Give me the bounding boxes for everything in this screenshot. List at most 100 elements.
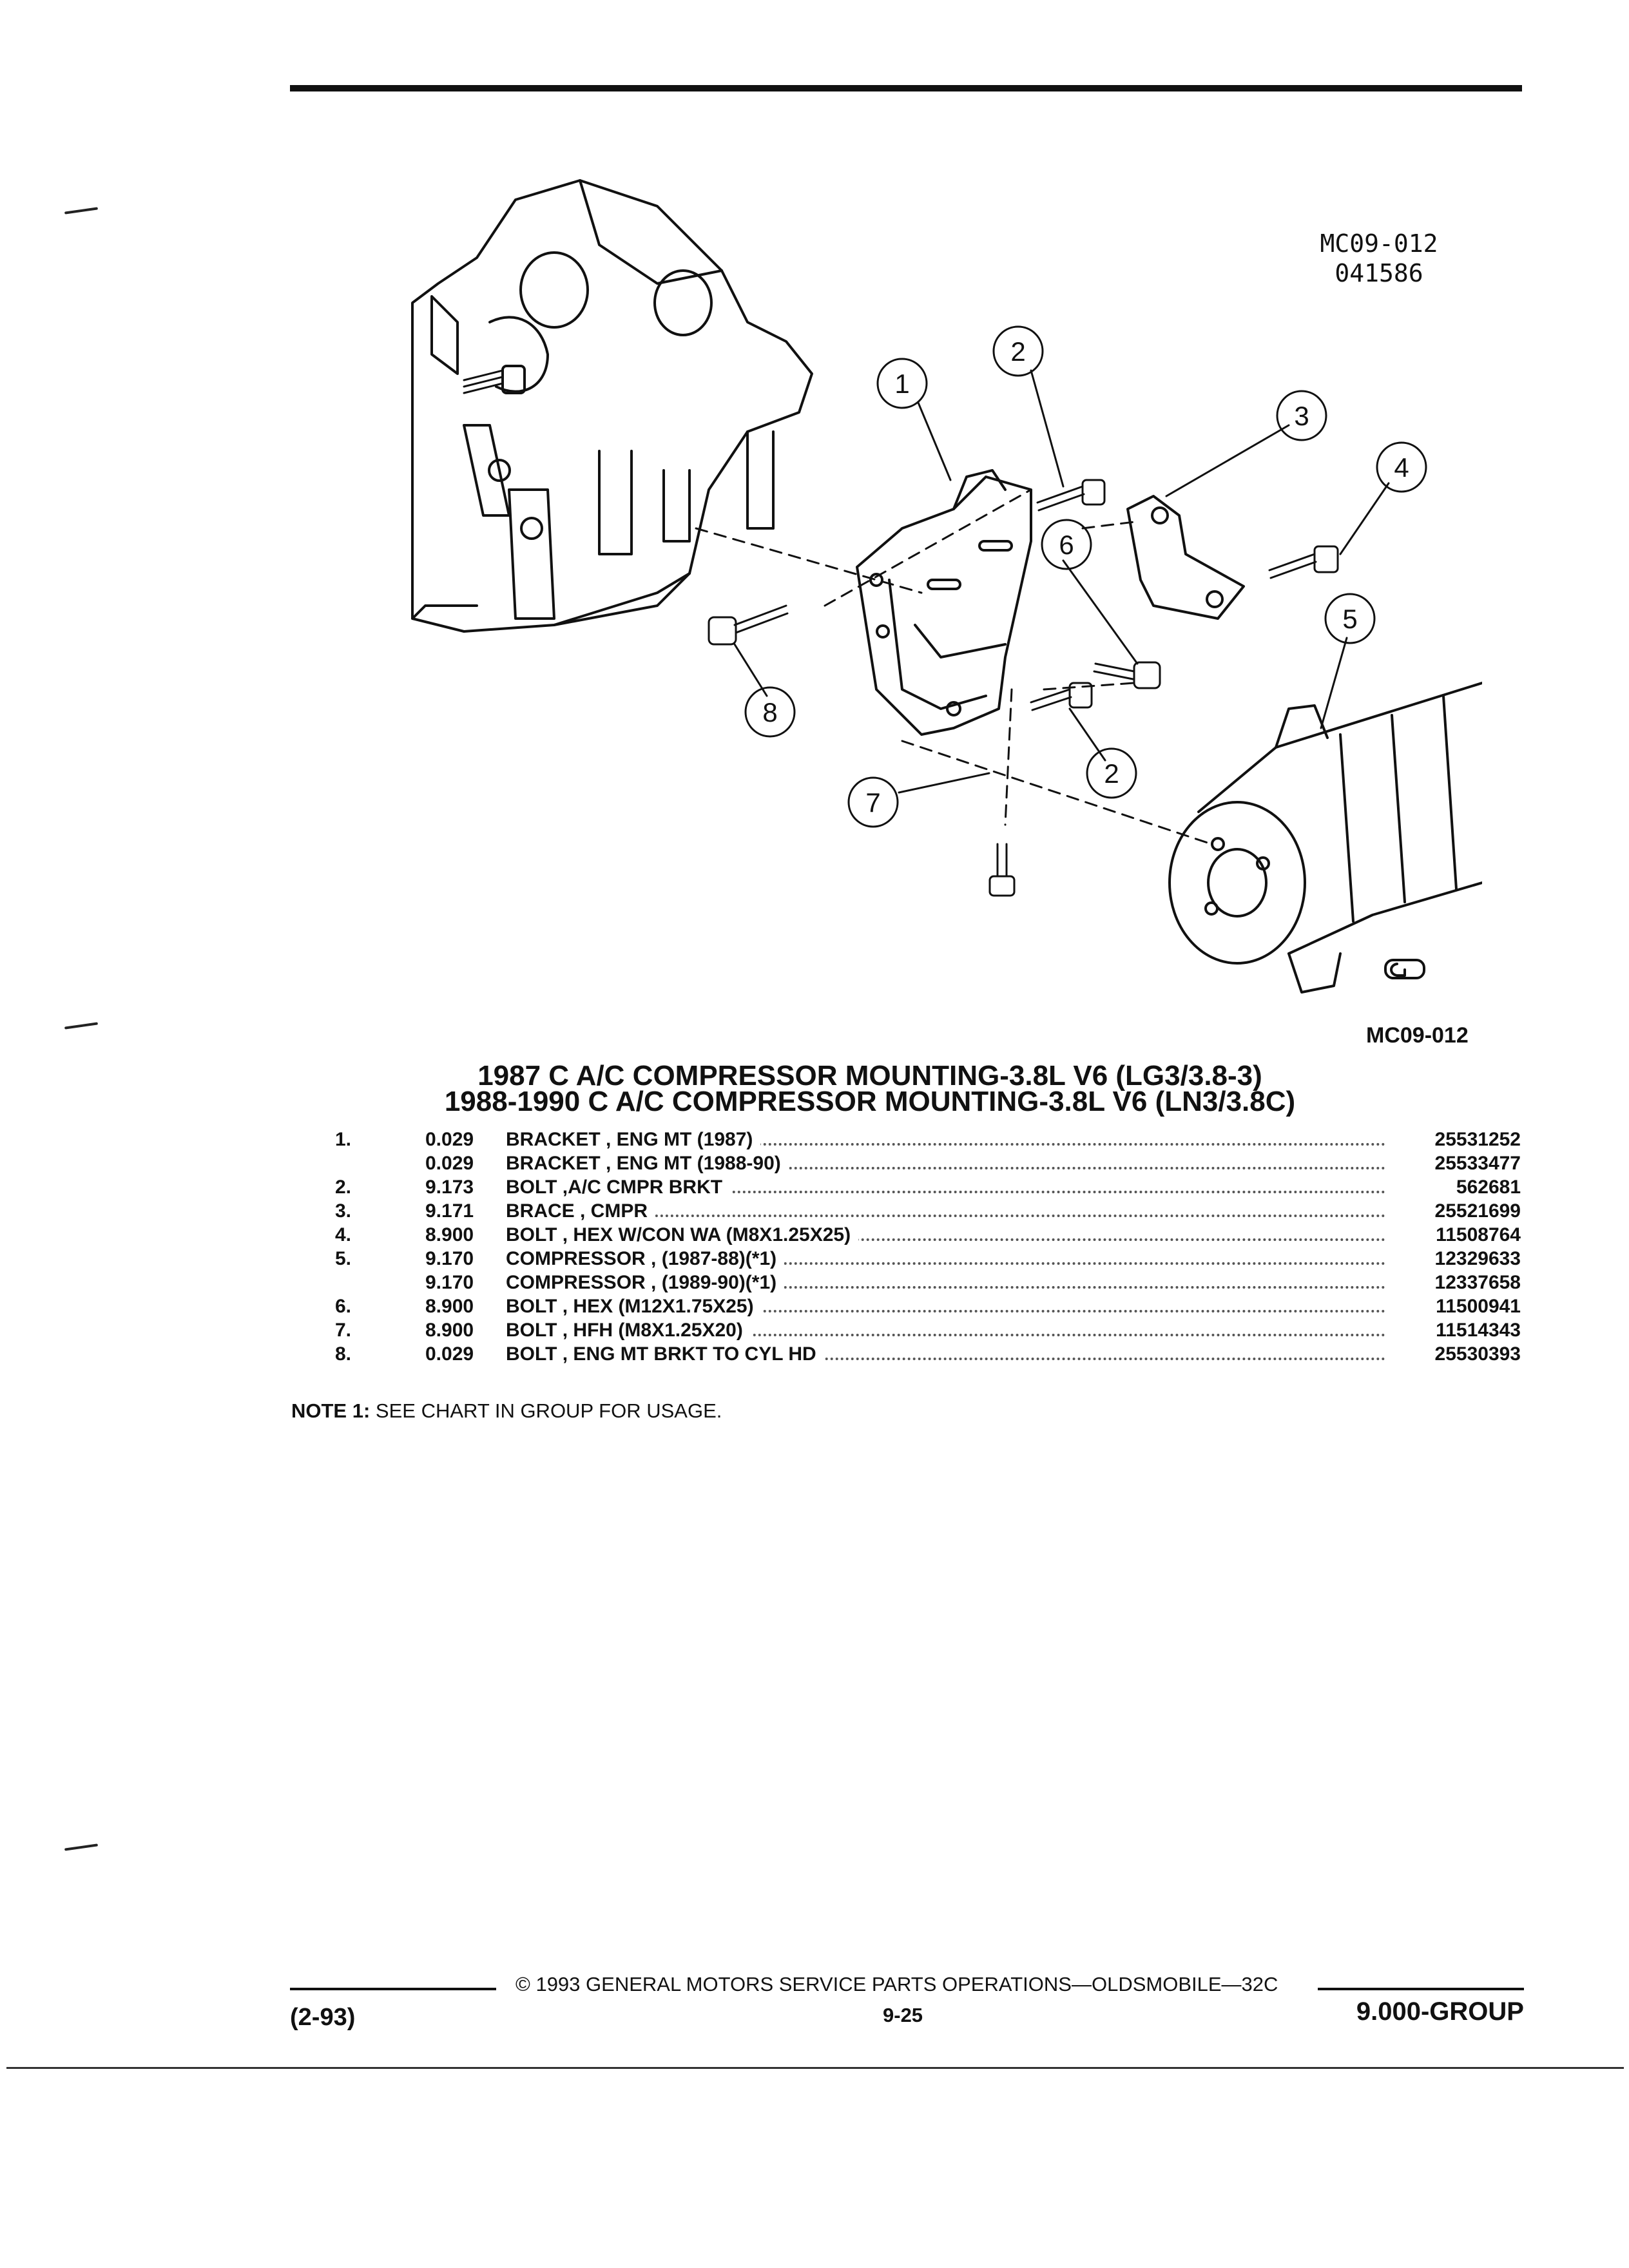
callout-7: 7	[847, 776, 899, 828]
part-description: BOLT , ENG MT BRKT TO CYL HD	[506, 1342, 824, 1366]
note-label: NOTE 1:	[291, 1399, 371, 1422]
title-line-2: 1988-1990 C A/C COMPRESSOR MOUNTING-3.8L…	[444, 1086, 1296, 1117]
brace-drawing	[1126, 495, 1245, 620]
gm-logo-icon	[1384, 959, 1425, 979]
leader-dots	[506, 1191, 1385, 1193]
svg-text:2: 2	[1010, 336, 1025, 367]
leader-dots	[506, 1358, 1385, 1360]
svg-text:2: 2	[1104, 758, 1119, 789]
group-number: 9.171	[425, 1200, 474, 1222]
group-label: 9.000-GROUP	[1356, 1997, 1524, 2026]
part-description: BOLT , HEX W/CON WA (M8X1.25X25)	[506, 1223, 859, 1247]
margin-mark	[64, 1843, 99, 1851]
engine-block-drawing	[411, 179, 813, 633]
footer-date: (2-93)	[290, 2004, 356, 2031]
part-description: BOLT , HFH (M8X1.25X20)	[506, 1318, 751, 1342]
part-description: BRACKET , ENG MT (1987)	[506, 1128, 761, 1151]
part-number: 562681	[1385, 1175, 1521, 1199]
item-number: 1.	[335, 1129, 352, 1150]
part-number: 25530393	[1385, 1342, 1521, 1366]
parts-row: 6. 8.900 BOLT , HEX (M12X1.75X25) 115009…	[335, 1294, 1521, 1318]
callout-3: 3	[1276, 390, 1327, 441]
part-description: BOLT , HEX (M12X1.75X25)	[506, 1294, 762, 1318]
callout-1: 1	[876, 358, 928, 409]
page-number: 9-25	[883, 2004, 923, 2026]
part-number: 12337658	[1385, 1271, 1521, 1294]
footer-copyright: © 1993 GENERAL MOTORS SERVICE PARTS OPER…	[516, 1973, 1278, 1995]
margin-mark	[64, 1022, 99, 1030]
leader-dots	[506, 1310, 1385, 1312]
leader-dots	[506, 1167, 1385, 1169]
parts-row: 4. 8.900 BOLT , HEX W/CON WA (M8X1.25X25…	[335, 1223, 1521, 1247]
margin-mark	[64, 207, 99, 215]
group-number: 9.170	[425, 1248, 474, 1269]
part-description: BRACE , CMPR	[506, 1199, 656, 1223]
group-number: 8.900	[425, 1320, 474, 1341]
part-number: 11514343	[1385, 1318, 1521, 1342]
part-description: BRACKET , ENG MT (1988-90)	[506, 1151, 789, 1175]
bolts-drawing	[708, 479, 1339, 897]
group-number: 0.029	[425, 1129, 474, 1150]
part-number: 25531252	[1385, 1128, 1521, 1151]
svg-text:3: 3	[1294, 401, 1309, 431]
parts-list: 1. 0.029 BRACKET , ENG MT (1987) 2553125…	[335, 1128, 1521, 1366]
svg-text:6: 6	[1059, 530, 1074, 560]
parts-row: 3. 9.171 BRACE , CMPR 25521699	[335, 1199, 1521, 1223]
leader-dots	[506, 1238, 1385, 1241]
part-number: 11500941	[1385, 1294, 1521, 1318]
bracket-drawing	[856, 469, 1032, 736]
part-description: BOLT ,A/C CMPR BRKT	[506, 1175, 731, 1199]
svg-text:8: 8	[762, 697, 777, 727]
figure-code-line1: MC09-012	[1320, 229, 1438, 258]
figure-code-top: MC09-012 041586	[1289, 229, 1469, 288]
title-line-1: 1987 C A/C COMPRESSOR MOUNTING-3.8L V6 (…	[477, 1060, 1262, 1091]
item-number: 4.	[335, 1224, 352, 1245]
item-number: 7.	[335, 1320, 352, 1341]
part-description: COMPRESSOR , (1989-90)(*1)	[506, 1271, 785, 1294]
callout-5: 5	[1324, 593, 1376, 644]
leader-dots	[506, 1334, 1385, 1336]
leader-dots	[506, 1286, 1385, 1289]
exploded-view-illustration: 1 2 3 4 5 6 2 7 8	[411, 179, 1482, 994]
item-number: 2.	[335, 1177, 352, 1198]
item-number: 5.	[335, 1248, 352, 1269]
figure-code-bottom: MC09-012	[1366, 1023, 1469, 1048]
callout-2-top: 2	[992, 325, 1044, 377]
part-number: 11508764	[1385, 1223, 1521, 1247]
bottom-rule	[6, 2067, 1624, 2069]
svg-text:5: 5	[1342, 604, 1357, 634]
leader-dots	[506, 1215, 1385, 1217]
callout-4: 4	[1376, 441, 1427, 493]
group-number: 8.900	[425, 1224, 474, 1245]
parts-row: 8. 0.029 BOLT , ENG MT BRKT TO CYL HD 25…	[335, 1342, 1521, 1366]
part-number: 12329633	[1385, 1247, 1521, 1271]
group-number: 8.900	[425, 1296, 474, 1317]
part-description: COMPRESSOR , (1987-88)(*1)	[506, 1247, 785, 1271]
svg-text:4: 4	[1394, 452, 1409, 483]
group-number: 0.029	[425, 1343, 474, 1365]
leader-lines	[733, 369, 1390, 794]
part-number: 25521699	[1385, 1199, 1521, 1223]
group-number: 0.029	[425, 1153, 474, 1174]
item-number: 6.	[335, 1296, 352, 1317]
leader-dots	[506, 1143, 1385, 1146]
callout-8: 8	[744, 686, 796, 738]
callouts: 1 2 3 4 5 6 2 7 8	[744, 325, 1427, 828]
top-rule	[290, 85, 1522, 91]
footer-rule-right	[1318, 1988, 1524, 1990]
callout-2-lower: 2	[1086, 747, 1137, 799]
parts-row: 5. 9.170 COMPRESSOR , (1987-88)(*1) 1232…	[335, 1247, 1521, 1271]
leader-dots	[506, 1262, 1385, 1265]
svg-text:1: 1	[894, 369, 909, 399]
group-number: 9.170	[425, 1272, 474, 1293]
item-number: 3.	[335, 1200, 352, 1222]
parts-row: 7. 8.900 BOLT , HFH (M8X1.25X20) 1151434…	[335, 1318, 1521, 1342]
parts-row: 1. 0.029 BRACKET , ENG MT (1987) 2553125…	[335, 1128, 1521, 1151]
item-number: 8.	[335, 1343, 352, 1365]
compressor-drawing	[1168, 682, 1482, 994]
group-number: 9.173	[425, 1177, 474, 1198]
parts-row: 0.029 BRACKET , ENG MT (1988-90) 2553347…	[335, 1151, 1521, 1175]
footer-rule-left	[290, 1988, 496, 1990]
svg-text:7: 7	[865, 787, 880, 818]
callout-6: 6	[1041, 519, 1092, 570]
